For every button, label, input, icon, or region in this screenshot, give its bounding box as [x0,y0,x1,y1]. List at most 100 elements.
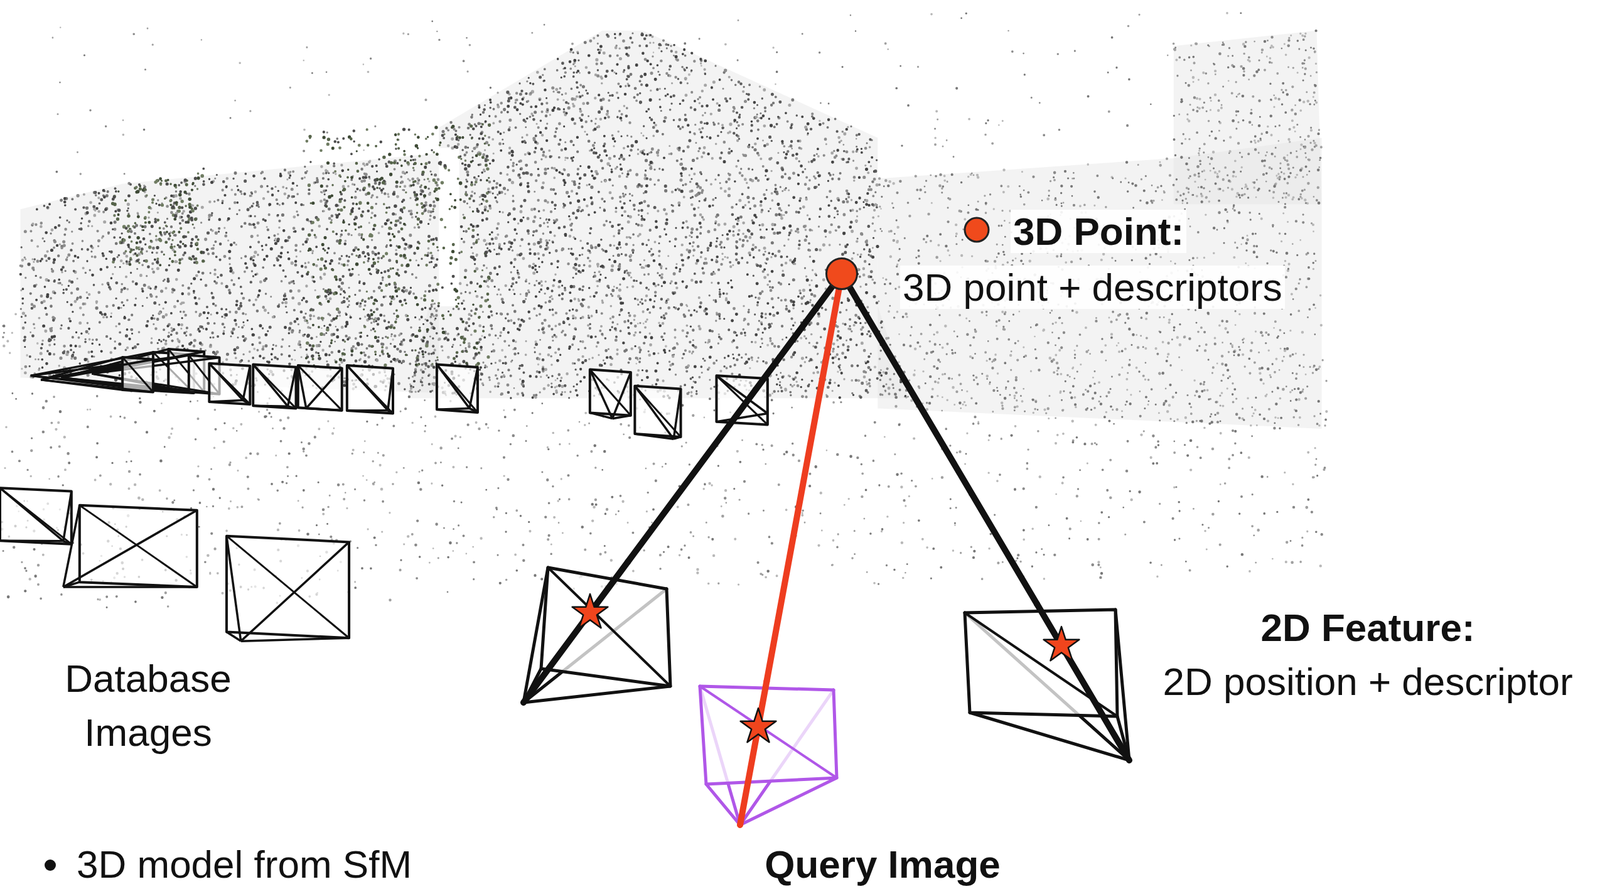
ray-inside [523,561,628,703]
camera-diagonal [634,386,681,437]
ray-inside [740,681,767,825]
camera-ray [469,367,478,409]
database-camera [347,365,393,414]
camera-ray [436,408,470,410]
camera-diagonal [122,357,154,392]
camera-plane [79,505,198,587]
bullet-dot [44,859,56,871]
camera-ray [706,783,741,825]
camera-frustum [693,681,845,829]
feature-star [1043,626,1080,661]
camera-frustum [519,561,677,710]
database-camera [634,386,681,440]
camera-ray [63,510,198,587]
database-camera [226,536,349,641]
query-camera: Query Image [693,681,845,829]
camera-diagonal [209,363,250,405]
camera-diagonal [699,686,837,778]
cloud-points [20,32,903,400]
camera-plane [590,369,631,416]
sight-ray [627,286,832,562]
camera-plane [541,567,671,687]
camera-ray [0,539,64,543]
camera-ray [241,637,349,641]
camera-ray [387,368,393,411]
cloud-points [1,14,1326,600]
camera-diagonal [436,364,478,412]
ray-inside [740,681,767,825]
camera-ray [590,369,613,419]
ray-inside [1036,603,1130,761]
database-camera [209,363,250,405]
database-camera-node [519,561,677,710]
sight-ray [766,289,839,682]
camera-ray [40,359,154,380]
database-camera [0,487,72,544]
cloud-points [19,32,907,400]
camera-ray [766,378,769,414]
camera-ray [242,365,250,401]
camera-diagonal [590,369,631,416]
camera-plane [298,365,343,411]
camera-ray [740,777,837,825]
camera-plane [209,363,250,405]
camera-ray [673,436,681,439]
camera-ray [63,505,80,587]
cloud-points [0,13,1328,608]
camera-ray [306,408,343,410]
camera-ray [634,386,674,440]
camera-plane [347,365,393,414]
node-description: 3D point + descriptors [900,265,1285,309]
bullet-text: 3D model from SfM [76,842,412,886]
feature-star [572,593,609,628]
camera-ray [523,686,671,703]
database-camera [40,357,154,392]
camera-ray [91,373,220,395]
feature-star [740,708,777,742]
camera-ray [590,412,613,419]
cloud-points [111,123,492,366]
camera-plane [436,364,478,412]
cloud-points [111,127,489,369]
camera-ray [306,367,343,409]
camera-ray [40,357,123,380]
cloud-points [19,33,897,398]
camera-diagonal [226,536,349,639]
3d-point: 3D Point:3D point + descriptors [825,257,859,290]
cloud-points [1,11,1328,601]
ray-inside [523,561,628,703]
camera-plane [0,487,72,544]
camera-diagonal [252,364,296,409]
building-shade [1173,30,1322,205]
node-description: 2D position + descriptor [1159,659,1575,704]
camera-diagonal [79,505,198,587]
camera-diagonal [0,487,72,544]
camera-plane [699,686,837,784]
node-heading: 3D Point: [1010,209,1187,253]
camera-ray [63,491,72,542]
camera-ray [226,536,242,641]
point-cloud [0,11,1329,609]
database-camera [252,364,296,409]
database-camera [436,364,478,412]
camera-ray [63,585,198,589]
camera-ray [63,581,80,587]
ray-inside [1036,603,1130,761]
sight-ray [849,287,1037,604]
building-shading [20,30,1322,429]
node-heading: Query Image [762,842,1004,886]
camera-diagonal [298,365,343,411]
database-camera [63,505,198,587]
cloud-points [117,124,492,367]
camera-ray [298,407,307,409]
camera-frustum [959,603,1135,766]
database-camera [590,369,631,419]
cloud-points [111,128,490,367]
legend-dot [964,217,989,242]
database-camera [298,365,343,411]
camera-ray [40,379,123,390]
camera-ray [634,433,674,439]
camera-ray [347,409,388,412]
camera-ray [241,541,349,641]
